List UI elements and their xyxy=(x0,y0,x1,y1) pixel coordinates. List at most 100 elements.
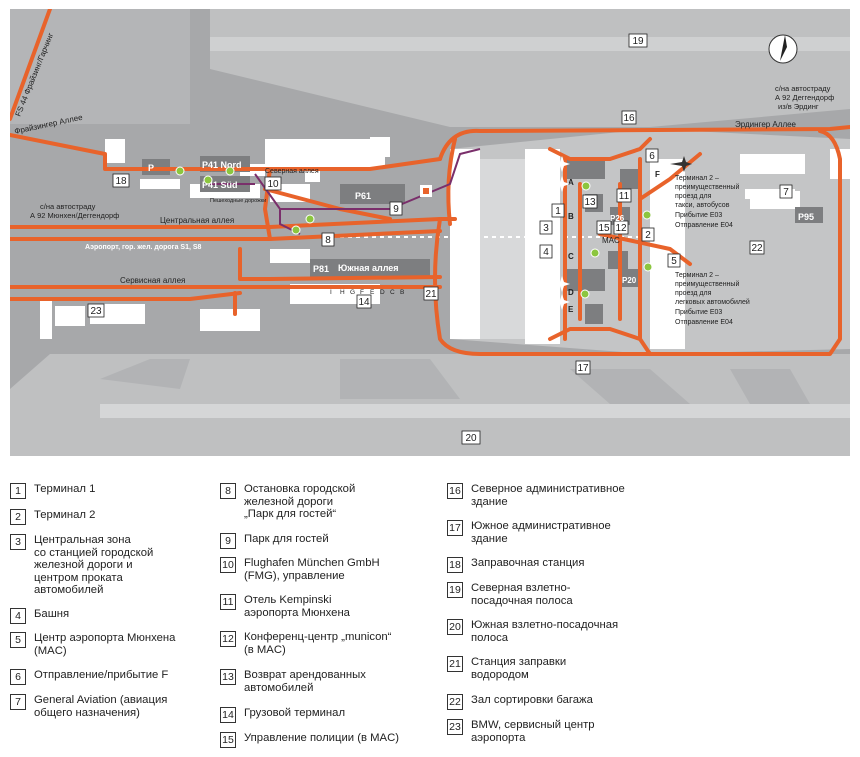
svg-text:22: 22 xyxy=(751,243,763,254)
legend-item: 21 Станция заправки водородом xyxy=(447,656,671,681)
svg-text:15: 15 xyxy=(598,223,610,234)
legend-text: Отель Kempinski аэропорта Мюнхена xyxy=(244,594,350,619)
road-label-south-allee: Южная аллея xyxy=(338,263,399,273)
cargo-letter-0: I xyxy=(330,289,332,296)
legend-text: Flughafen München GmbH (FMG), управление xyxy=(244,557,380,582)
terminal-letters: A B C D E F xyxy=(568,170,660,314)
legend-text: Возврат арендованных автомобилей xyxy=(244,669,366,694)
legend-item: 14 Грузовой терминал xyxy=(220,707,444,723)
terminal-letter-f: F xyxy=(655,170,660,179)
cargo-letter-4: E xyxy=(370,289,375,296)
legend-text: Терминал 2 xyxy=(34,509,96,521)
cargo-letter-5: D xyxy=(380,289,385,296)
road-label-a92-deggendorf: с/на автостраду А 92 Деггендорф из/в Эрд… xyxy=(775,84,836,111)
legend-text: Заправочная станция xyxy=(471,557,585,569)
legend-item: 10 Flughafen München GmbH (FMG), управле… xyxy=(220,557,444,582)
legend-item: 6 Отправление/прибытие F xyxy=(10,669,234,685)
terminal-letter-b: B xyxy=(568,212,574,221)
bus-stop-icon xyxy=(590,248,600,258)
road-label-erdinger-allee: Эрдингер Аллее xyxy=(735,120,797,129)
road-label-s-bahn: Аэропорт, гор. жел. дорога S1, S8 xyxy=(85,244,202,251)
legend-number: 16 xyxy=(447,483,463,499)
cargo-letters: I H G F E D C B xyxy=(330,289,404,296)
marker-12: 12 xyxy=(613,220,629,235)
bus-stop-icon xyxy=(305,214,315,224)
parking-label-p26: P26 xyxy=(610,214,625,223)
legend-item: 3 Центральная зона со станцией городской… xyxy=(10,534,234,597)
marker-17: 17 xyxy=(575,360,591,375)
svg-text:10: 10 xyxy=(267,179,279,190)
svg-text:6: 6 xyxy=(649,151,655,162)
marker-19: 19 xyxy=(628,33,648,48)
legend-item: 22 Зал сортировки багажа xyxy=(447,694,671,710)
marker-7: 7 xyxy=(779,184,793,199)
road-label-a92-munich-line1: с/на автостраду xyxy=(40,202,96,211)
svg-text:20: 20 xyxy=(465,433,477,444)
parking-label-p61: P61 xyxy=(355,191,371,201)
marker-5: 5 xyxy=(667,253,681,268)
airport-map-svg: 19 20 16 6 18 10 9 8 1 3 4 13 11 12 15 2… xyxy=(10,9,850,456)
marker-18: 18 xyxy=(112,173,130,188)
legend-text: Северная взлетно- посадочная полоса xyxy=(471,582,573,607)
parking-label-0: P xyxy=(148,163,154,173)
legend-number: 21 xyxy=(447,656,463,672)
svg-text:17: 17 xyxy=(577,363,589,374)
legend-item: 7 General Aviation (авиация общего назна… xyxy=(10,694,234,719)
legend-text: Отправление/прибытие F xyxy=(34,669,169,681)
svg-text:2: 2 xyxy=(645,230,651,241)
bus-stop-icon xyxy=(580,289,590,299)
legend-number: 10 xyxy=(220,557,236,573)
a92-deggendorf-line1: с/на автостраду xyxy=(775,84,831,93)
parking-label-p41-nord: P41 Nord xyxy=(202,160,242,170)
bus-stop-icon xyxy=(642,210,652,220)
marker-1: 1 xyxy=(551,203,565,218)
svg-text:19: 19 xyxy=(632,36,644,47)
svg-text:4: 4 xyxy=(543,247,549,258)
legend-number: 7 xyxy=(10,694,26,710)
legend-item: 11 Отель Kempinski аэропорта Мюнхена xyxy=(220,594,444,619)
road-label-t2-taxi-bus: Терминал 2 – преимущественный проезд для… xyxy=(675,175,741,229)
legend-item: 18 Заправочная станция xyxy=(447,557,671,573)
svg-text:12: 12 xyxy=(615,223,627,234)
cargo-letter-3: F xyxy=(360,289,364,296)
marker-2: 2 xyxy=(641,227,655,242)
legend-item: 15 Управление полиции (в MAC) xyxy=(220,732,444,748)
a92-deggendorf-line3: из/в Эрдинг xyxy=(778,102,819,111)
legend-item: 8 Остановка городской железной дороги „П… xyxy=(220,483,444,521)
bus-stop-markers xyxy=(175,166,653,299)
cargo-letter-7: B xyxy=(400,289,404,296)
map-legend: 1 Терминал 1 2 Терминал 2 3 Центральная … xyxy=(10,472,850,752)
legend-text: Остановка городской железной дороги „Пар… xyxy=(244,483,356,520)
legend-number: 9 xyxy=(220,533,236,549)
svg-text:5: 5 xyxy=(671,256,677,267)
svg-text:18: 18 xyxy=(115,176,127,187)
bus-stop-icon xyxy=(203,175,213,185)
legend-text: Зал сортировки багажа xyxy=(471,694,593,706)
legend-item: 16 Северное административное здание xyxy=(447,483,671,508)
north-runway xyxy=(210,9,850,127)
legend-number: 11 xyxy=(220,594,236,610)
airplane-icon xyxy=(670,156,692,172)
buildings xyxy=(40,137,850,349)
road-label-a92-munich: с/на автостраду А 92 Мюнхен/Деггендорф xyxy=(30,202,119,220)
svg-text:7: 7 xyxy=(783,187,789,198)
terminal-letter-e: E xyxy=(568,305,574,314)
marker-9: 9 xyxy=(389,201,403,216)
svg-text:9: 9 xyxy=(393,204,399,215)
airplane-icon xyxy=(548,276,570,292)
map-number-markers: 19 20 16 6 18 10 9 8 1 3 4 13 11 12 15 2… xyxy=(87,33,793,445)
marker-14: 14 xyxy=(356,294,372,309)
parking-labels: P P41 Nord P41 Süd P61 P81 P20 P26 P95 xyxy=(148,160,814,285)
road-label-footpaths: Пешеходные дорожки xyxy=(210,198,266,204)
svg-text:13: 13 xyxy=(584,197,596,208)
svg-text:3: 3 xyxy=(543,223,549,234)
legend-item: 1 Терминал 1 xyxy=(10,483,234,499)
parking-label-p41-sud: P41 Süd xyxy=(202,180,238,190)
legend-text: BMW, сервисный центр аэропорта xyxy=(471,719,595,744)
legend-text: Южное административное здание xyxy=(471,520,611,545)
svg-text:16: 16 xyxy=(623,113,635,124)
bus-stop-icon xyxy=(291,225,301,235)
airplane-icon xyxy=(548,156,570,172)
parking-label-p20: P20 xyxy=(622,276,637,285)
terminal-letter-c: C xyxy=(568,252,574,261)
